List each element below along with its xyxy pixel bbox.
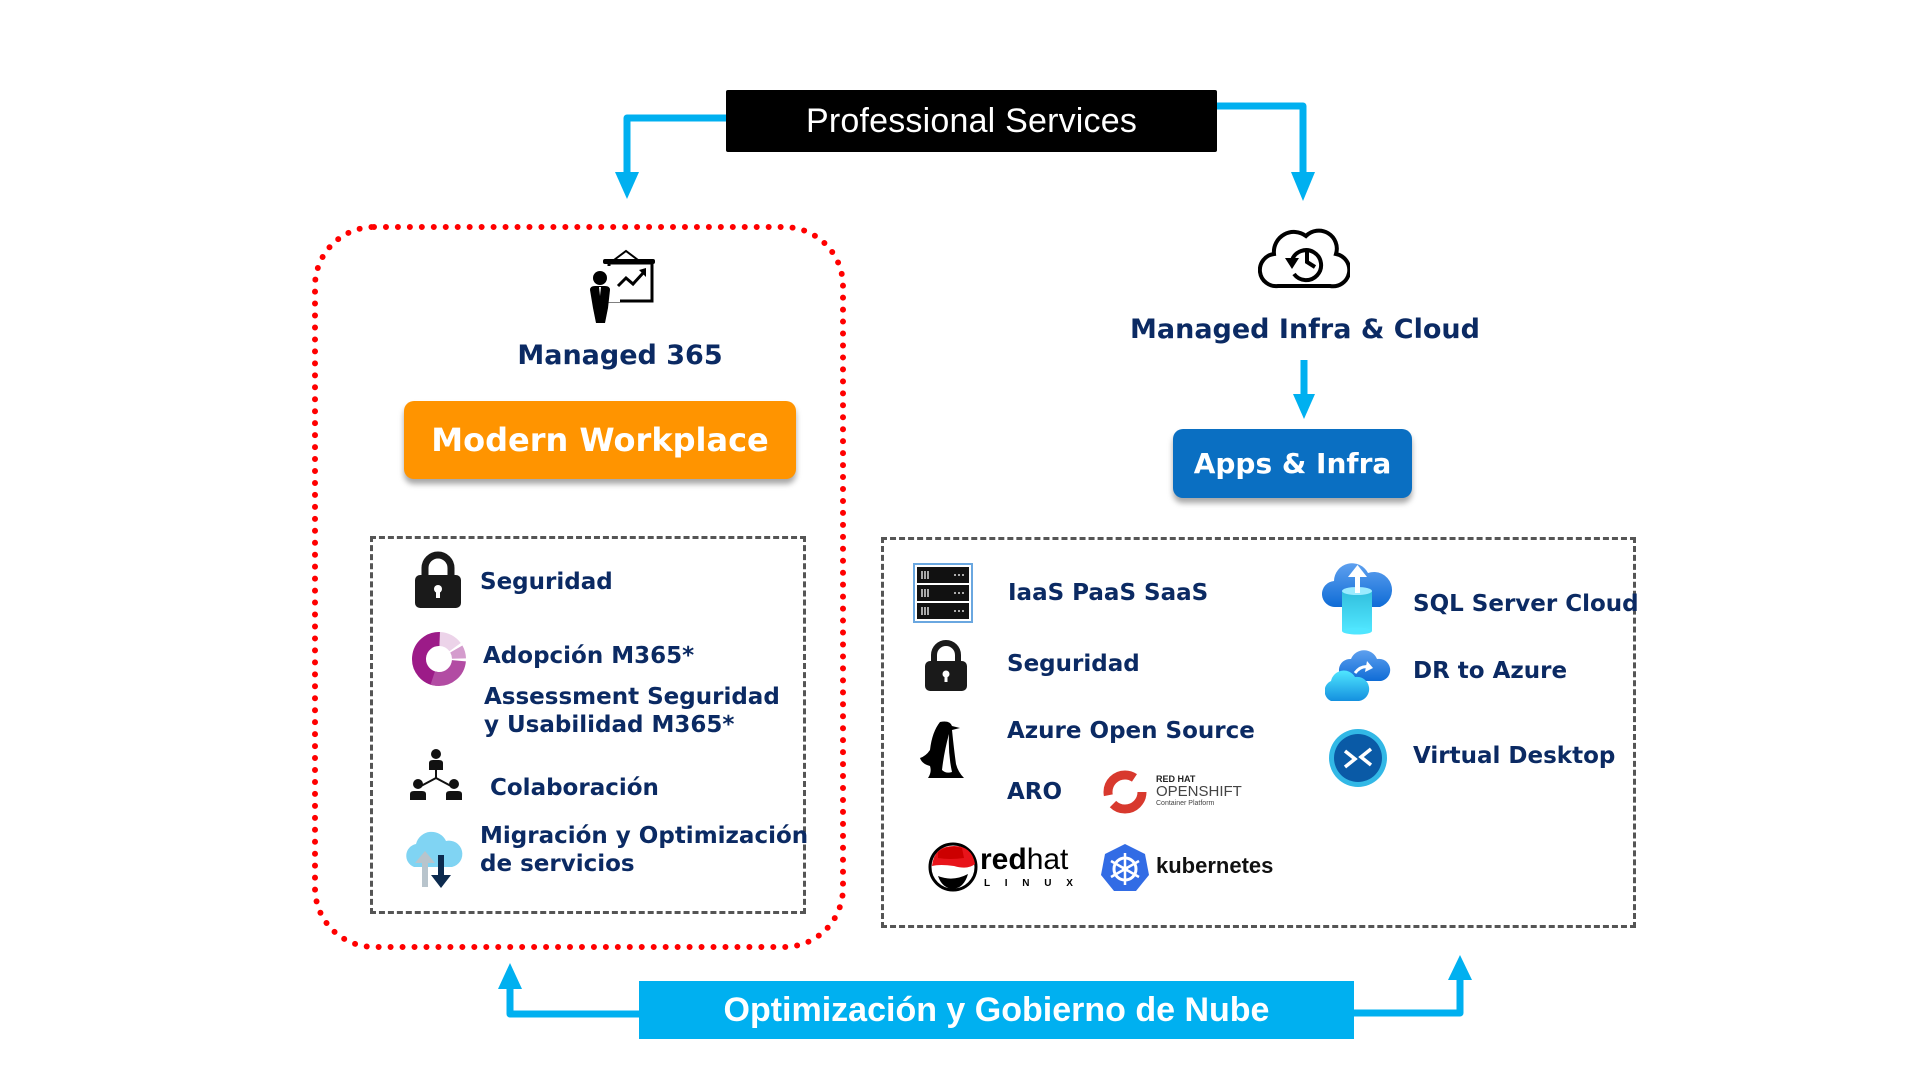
item-label: Colaboración xyxy=(490,775,659,801)
arrowhead-middle xyxy=(1293,394,1315,419)
arrowhead-right-top xyxy=(1291,172,1315,201)
arrow-to-managed-infra xyxy=(1217,102,1307,176)
sql-cloud-icon xyxy=(1322,563,1392,635)
list-item-adopcion: Adopción M365* xyxy=(483,642,694,670)
list-item-azure-open-source: Azure Open Source xyxy=(1007,717,1255,745)
professional-services-label: Professional Services xyxy=(805,101,1138,140)
virtual-desktop-icon xyxy=(1329,729,1387,787)
cloud-dr-icon xyxy=(1325,650,1391,701)
optimizacion-gobierno-label: Optimización y Gobierno de Nube xyxy=(723,990,1270,1029)
apps-infra-button[interactable]: Apps & Infra xyxy=(1173,429,1412,498)
managed-infra-cloud-heading: Managed Infra & Cloud xyxy=(1130,314,1480,345)
donut-chart-icon xyxy=(412,632,466,686)
managed-365-services-list xyxy=(370,536,806,914)
arrow-to-managed-365 xyxy=(623,114,726,176)
list-item-assessment: Assessment Seguridad y Usabilidad M365* xyxy=(484,683,780,739)
arrowhead-left-top xyxy=(615,172,639,199)
item-label: SQL Server Cloud xyxy=(1413,591,1639,617)
openshift-ring-icon xyxy=(1103,770,1147,814)
item-label: Adopción M365* xyxy=(483,643,695,669)
item-label: ARO xyxy=(1007,779,1063,805)
list-item-seguridad-infra: Seguridad xyxy=(1007,650,1140,678)
list-item-seguridad-m365: Seguridad xyxy=(480,568,613,596)
item-label-line1: Migración y Optimización xyxy=(480,823,809,849)
penguin-icon xyxy=(920,721,964,778)
list-item-virtual-desktop: Virtual Desktop xyxy=(1413,742,1615,770)
cloud-upload-download-icon xyxy=(406,831,463,888)
lock-icon xyxy=(925,640,967,691)
redhat-linux-logo: redhat L I N U X xyxy=(928,842,1078,894)
openshift-logo: RED HAT OPENSHIFT Container Platform xyxy=(1100,767,1242,817)
item-label-line2: de servicios xyxy=(480,851,635,877)
list-item-iaas-paas-saas: IaaS PaaS SaaS xyxy=(1008,579,1208,607)
redhat-word-hat: hat xyxy=(1026,843,1069,876)
openshift-line2: OPENSHIFT xyxy=(1156,783,1242,800)
modern-workplace-label: Modern Workplace xyxy=(431,421,769,459)
arrowhead-bottom-left xyxy=(498,963,522,989)
list-item-dr-to-azure: DR to Azure xyxy=(1413,657,1567,685)
list-item-sql-server-cloud: SQL Server Cloud xyxy=(1413,590,1639,618)
arrow-bottom-left xyxy=(506,988,639,1018)
item-label: Virtual Desktop xyxy=(1413,743,1616,769)
arrow-bottom-right xyxy=(1354,978,1464,1017)
item-label: Azure Open Source xyxy=(1007,718,1255,744)
server-rack-icon xyxy=(913,563,973,623)
list-item-aro: ARO xyxy=(1007,778,1062,806)
apps-infra-label: Apps & Infra xyxy=(1193,447,1392,480)
item-label: DR to Azure xyxy=(1413,658,1568,684)
openshift-line3: Container Platform xyxy=(1156,800,1215,807)
openshift-line1: RED HAT xyxy=(1156,774,1196,784)
managed-365-group xyxy=(312,224,846,950)
item-label-line2: y Usabilidad M365* xyxy=(484,712,735,738)
lock-icon xyxy=(415,551,461,608)
list-item-migracion: Migración y Optimización de servicios xyxy=(480,822,808,878)
modern-workplace-button[interactable]: Modern Workplace xyxy=(404,401,796,479)
team-hierarchy-icon xyxy=(410,749,462,800)
item-label: Seguridad xyxy=(480,569,613,595)
redhat-linux-sub: L I N U X xyxy=(984,878,1079,889)
redhat-shadowman-icon xyxy=(928,842,978,892)
item-label: IaaS PaaS SaaS xyxy=(1008,580,1209,606)
list-item-colaboracion: Colaboración xyxy=(490,774,659,802)
optimizacion-gobierno-banner: Optimización y Gobierno de Nube xyxy=(639,981,1354,1039)
kubernetes-logo: kubernetes xyxy=(1100,843,1290,893)
kubernetes-label: kubernetes xyxy=(1156,853,1274,878)
professional-services-banner: Professional Services xyxy=(726,90,1217,152)
redhat-word-red: red xyxy=(980,843,1027,876)
item-label-line1: Assessment Seguridad xyxy=(484,684,780,710)
infra-services-list xyxy=(881,537,1636,928)
presenter-chart-icon xyxy=(590,249,655,323)
item-label: Seguridad xyxy=(1007,651,1140,677)
kubernetes-helm-icon xyxy=(1101,844,1149,891)
managed-365-heading: Managed 365 xyxy=(517,340,723,371)
cloud-history-icon xyxy=(1258,228,1350,289)
arrowhead-bottom-right xyxy=(1448,955,1472,980)
